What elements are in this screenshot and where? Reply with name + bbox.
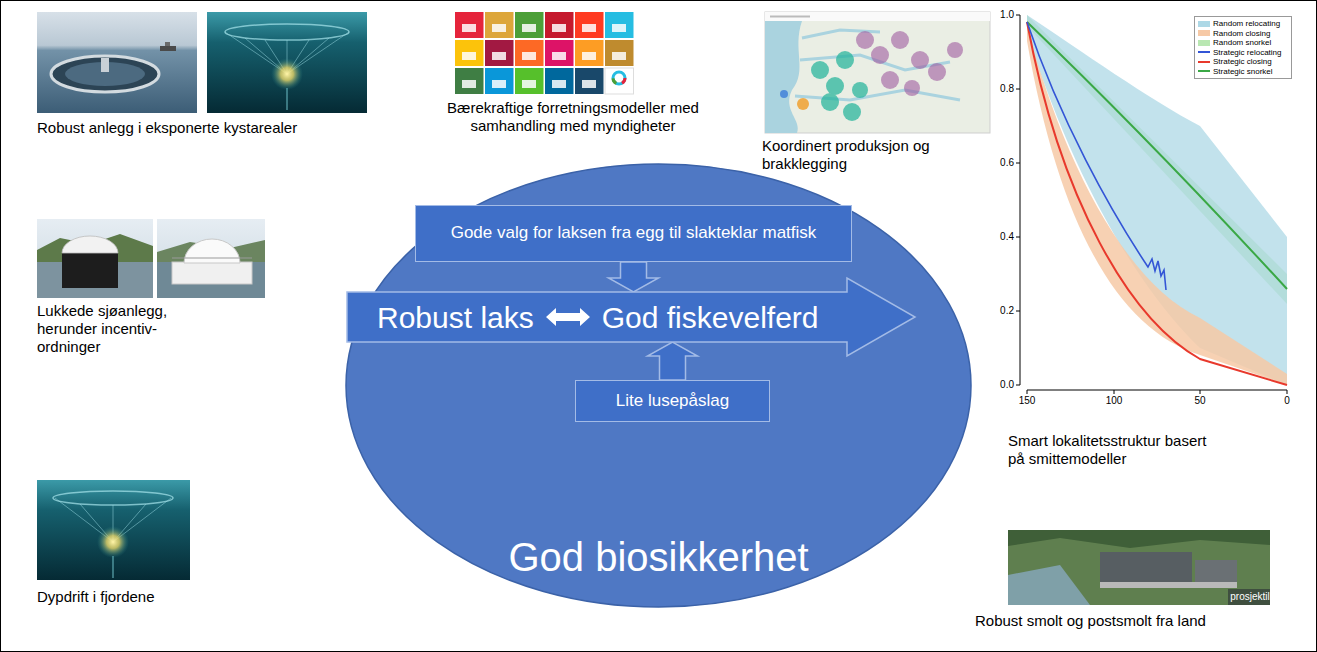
arrow-text: Robust laks (377, 301, 534, 334)
legend-text: Strategic closing (1213, 57, 1272, 67)
biosecurity-ellipse: God biosikkerhet Gode valg for laksen fra… (345, 163, 972, 608)
axis-tick: 0.6 (992, 157, 1014, 169)
axis-tick: 0.0 (992, 379, 1014, 391)
caption: Robust smolt og postsmolt fra land (975, 612, 1305, 630)
axis-tick: 0.4 (992, 231, 1014, 243)
box-text: Gode valg for laksen fra egg til slaktek… (451, 223, 817, 243)
caption: Dypdrift i fjordene (37, 588, 257, 606)
label-slot: 0.4 (992, 231, 1014, 243)
axis-tick: 0.8 (992, 83, 1014, 95)
legend-row: Random closing (1198, 29, 1288, 39)
legend-text: Random relocating (1213, 19, 1280, 29)
legend-row: Strategic snorkel (1198, 67, 1288, 77)
legend-text: Strategic relocating (1213, 48, 1281, 58)
label-slot: 0.6 (992, 157, 1014, 169)
caption: Robust anlegg i eksponerte kystarealer (37, 119, 382, 137)
closed-pen-photo (157, 219, 265, 298)
sdg-icon-grid (455, 12, 634, 94)
deep-farm-render (37, 480, 190, 580)
block-arrow-connector (609, 262, 659, 292)
legend-line-sample (1198, 61, 1210, 63)
label-slot: 0.0 (992, 379, 1014, 391)
label-slot: prosjektil (1230, 591, 1270, 603)
process-box: Gode valg for laksen fra egg til slaktek… (415, 205, 852, 262)
legend-text: Random closing (1213, 29, 1270, 39)
legend-swatch (1198, 21, 1210, 27)
smolt-facility-render (1008, 530, 1270, 605)
label-slot: Robust smolt og postsmolt fra land (975, 612, 1305, 630)
ellipse-outline (346, 164, 971, 607)
legend-text: Strategic snorkel (1213, 67, 1273, 77)
block-arrow-connector (648, 342, 698, 380)
label-slot: 1.0 (992, 9, 1014, 21)
box-text: Lite lusepåslag (616, 391, 729, 411)
legend-row: Random snorkel (1198, 38, 1288, 48)
legend-line-sample (1198, 70, 1210, 72)
closed-pen-photo (37, 219, 153, 298)
caption: Koordinert produksjon og brakklegging (762, 137, 972, 173)
double-arrow-shape (546, 308, 590, 326)
label-slot: 150 (1012, 395, 1042, 407)
label-slot: Dypdrift i fjordene (37, 588, 257, 606)
watermark: prosjektil (1230, 591, 1270, 603)
axis-tick: 1.0 (992, 9, 1014, 21)
axis-tick: 0 (1272, 395, 1302, 407)
block-arrow: Robust laks God fiskevelferd (347, 278, 915, 356)
exposed-farm-photo (37, 12, 197, 113)
axis-tick: 100 (1099, 395, 1129, 407)
label-slot: Smart lokalitetsstruktur basert på smitt… (1008, 432, 1218, 468)
legend-swatch (1198, 30, 1210, 36)
legend-row: Strategic closing (1198, 57, 1288, 67)
infection-model-chart (1016, 15, 1287, 394)
submerged-farm-render (207, 12, 367, 113)
caption: Lukkede sjøanlegg, herunder incentiv-ord… (37, 302, 207, 356)
legend-text: Random snorkel (1213, 38, 1271, 48)
double-arrow-symbol (546, 308, 590, 326)
arrow-text: God fiskevelferd (602, 301, 819, 334)
process-box: Lite lusepåslag (575, 380, 770, 422)
label-slot: Lukkede sjøanlegg, herunder incentiv-ord… (37, 302, 207, 356)
caption: Bærekraftige forretningsmodeller med sam… (447, 99, 699, 135)
axis-tick: 0.2 (992, 305, 1014, 317)
label-slot: 0 (1272, 395, 1302, 407)
arrow-text-row: Robust laks God fiskevelferd (377, 292, 819, 342)
ellipse-title: God biosikkerhet (508, 534, 808, 580)
site-map (765, 12, 990, 133)
label-slot: Bærekraftige forretningsmodeller med sam… (447, 99, 699, 135)
label-slot: 50 (1185, 395, 1215, 407)
label-slot: 0.8 (992, 83, 1014, 95)
caption: Smart lokalitetsstruktur basert på smitt… (1008, 432, 1218, 468)
label-slot: Koordinert produksjon og brakklegging (762, 137, 972, 173)
axis-tick: 150 (1012, 395, 1042, 407)
label-slot: 100 (1099, 395, 1129, 407)
axis-tick: 50 (1185, 395, 1215, 407)
label-slot: Robust anlegg i eksponerte kystarealer (37, 119, 382, 137)
legend-swatch (1198, 40, 1210, 46)
chart-legend: Random relocatingRandom closingRandom sn… (1194, 16, 1292, 79)
label-slot: 0.2 (992, 305, 1014, 317)
legend-row: Strategic relocating (1198, 48, 1288, 58)
arrow-outline (347, 278, 915, 356)
legend-row: Random relocating (1198, 19, 1288, 29)
legend-line-sample (1198, 51, 1210, 53)
